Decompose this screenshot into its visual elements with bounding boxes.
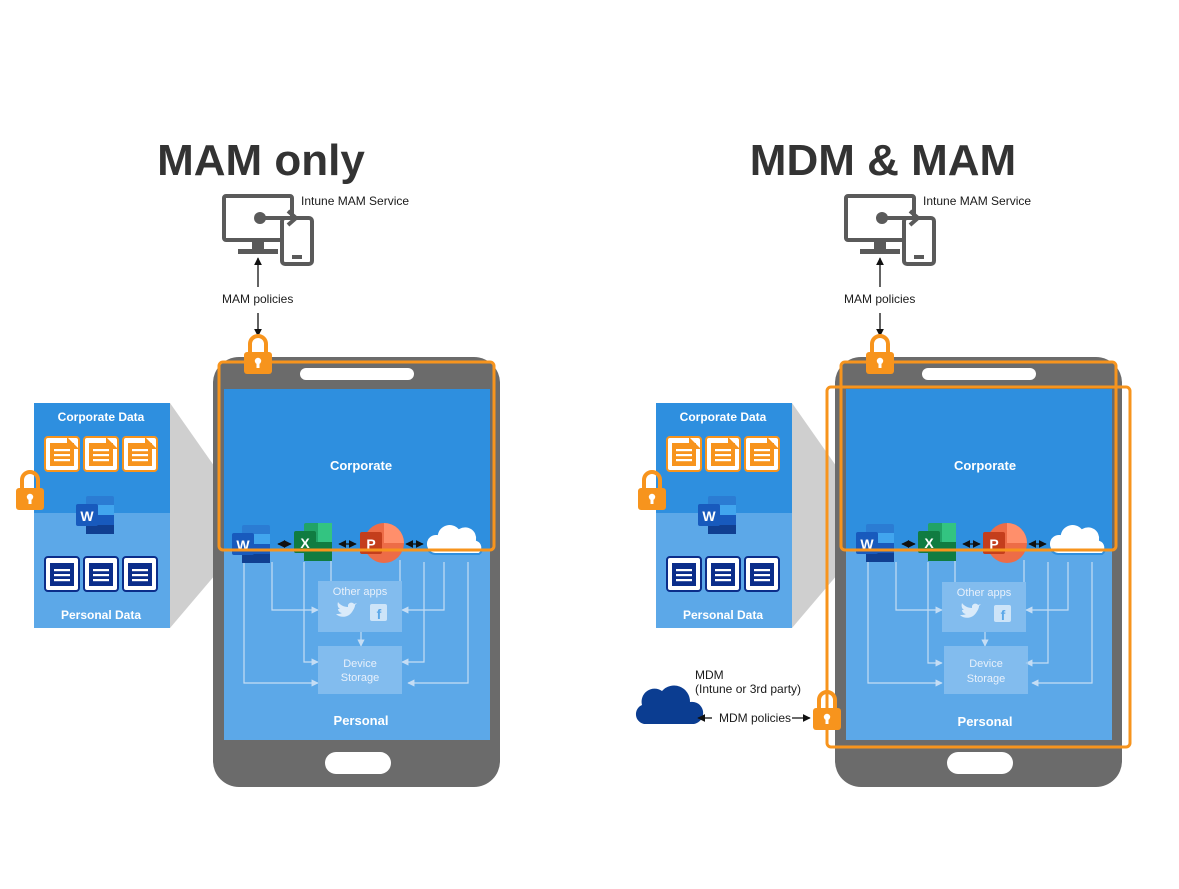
facebook-icon: f	[994, 605, 1011, 623]
svg-text:X: X	[924, 535, 934, 551]
mdm-label-line2: (Intune or 3rd party)	[695, 682, 801, 696]
mdm-source: MDM (Intune or 3rd party) MDM policies	[635, 668, 811, 725]
monitor-tablet-icon	[844, 194, 936, 266]
panel-mam-only: MAM only Intune MAM Service MAM policies…	[14, 136, 500, 787]
document-icon	[666, 556, 702, 592]
phone: Corporate Personal Other apps f	[811, 334, 1132, 787]
document-icon	[44, 556, 80, 592]
svg-text:P: P	[989, 536, 998, 552]
facebook-icon: f	[370, 604, 387, 622]
data-flow-lines	[867, 560, 1093, 687]
document-icon	[122, 436, 158, 472]
data-flow-lines	[243, 560, 469, 687]
storage-label-line2: Storage	[967, 673, 1006, 685]
device-storage-box	[944, 646, 1028, 694]
svg-text:W: W	[702, 508, 716, 524]
lock-icon	[864, 334, 896, 376]
svg-text:W: W	[80, 508, 94, 524]
other-apps-label: Other apps	[333, 586, 388, 598]
phone-speaker	[300, 368, 414, 380]
document-icon	[705, 436, 741, 472]
document-icon	[744, 556, 780, 592]
personal-area	[846, 549, 1112, 740]
document-icon	[705, 556, 741, 592]
personal-data-label: Personal Data	[683, 608, 763, 622]
cloud-icon	[635, 685, 704, 724]
svg-text:X: X	[300, 535, 310, 551]
mdm-label-line1: MDM	[695, 668, 724, 682]
storage-label-line1: Device	[969, 658, 1003, 670]
phone-speaker	[922, 368, 1036, 380]
corporate-data-label: Corporate Data	[58, 410, 145, 424]
corporate-data-label: Corporate Data	[680, 410, 767, 424]
service-label: Intune MAM Service	[923, 194, 1031, 208]
phone-home-button	[947, 752, 1013, 774]
personal-label: Personal	[958, 714, 1013, 729]
mam-protection-boundary	[839, 360, 1118, 552]
policies-label: MAM policies	[222, 292, 293, 306]
document-icon	[83, 436, 119, 472]
svg-text:W: W	[860, 536, 874, 552]
mam-protection-boundary	[217, 360, 496, 552]
excel-icon: X	[294, 523, 332, 561]
other-apps-label: Other apps	[957, 587, 1012, 599]
word-icon: W	[698, 496, 736, 534]
document-icon	[122, 556, 158, 592]
document-icon	[44, 436, 80, 472]
powerpoint-icon: P	[983, 523, 1027, 563]
service-label: Intune MAM Service	[301, 194, 409, 208]
twitter-icon	[336, 602, 357, 617]
storage-label-line2: Storage	[341, 672, 380, 684]
monitor-tablet-icon	[222, 194, 314, 266]
svg-text:P: P	[366, 536, 375, 552]
personal-label: Personal	[334, 713, 389, 728]
document-icon	[744, 436, 780, 472]
corporate-label: Corporate	[330, 458, 392, 473]
corporate-area	[224, 389, 490, 549]
document-icon	[83, 556, 119, 592]
zoom-wedge	[170, 403, 238, 628]
storage-label-line1: Device	[343, 658, 377, 670]
svg-text:f: f	[377, 606, 382, 622]
device-storage-box	[318, 646, 402, 694]
mdm-policies-label: MDM policies	[719, 711, 791, 725]
other-apps-box	[942, 582, 1026, 632]
twitter-icon	[960, 603, 981, 618]
excel-icon: X	[918, 523, 956, 561]
document-icon	[666, 436, 702, 472]
policies-label: MAM policies	[844, 292, 915, 306]
phone: Corporate Personal Other apps	[213, 334, 500, 787]
panel-title: MAM only	[157, 136, 365, 185]
lock-icon	[242, 334, 274, 376]
data-panel: Corporate Data W Personal Data	[14, 403, 238, 628]
panel-mdm-and-mam: MDM & MAM Intune MAM Service MAM policie…	[635, 136, 1132, 787]
mdm-protection-boundary	[825, 385, 1132, 749]
phone-home-button	[325, 752, 391, 774]
svg-text:f: f	[1001, 607, 1006, 623]
corporate-area	[846, 389, 1112, 549]
personal-data-label: Personal Data	[61, 608, 141, 622]
powerpoint-icon: P	[360, 523, 404, 563]
corporate-label: Corporate	[954, 458, 1016, 473]
word-icon: W	[856, 524, 894, 562]
personal-area	[224, 549, 490, 740]
other-apps-box	[318, 581, 402, 632]
panel-title: MDM & MAM	[750, 136, 1016, 185]
word-icon: W	[76, 496, 114, 534]
